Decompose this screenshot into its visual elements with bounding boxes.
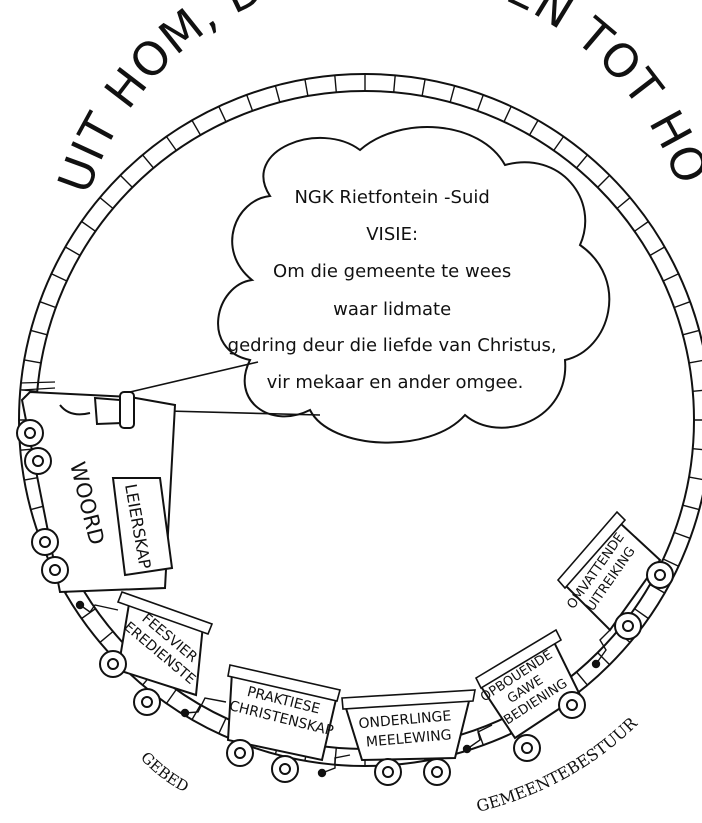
ring-sleeper bbox=[394, 75, 396, 92]
ring-sleeper bbox=[305, 79, 308, 96]
cloud-line-church: NGK Rietfontein -Suid bbox=[294, 187, 489, 208]
ring-sleeper bbox=[82, 222, 96, 232]
ring-sleeper bbox=[65, 247, 80, 256]
ring-sleeper bbox=[219, 718, 226, 733]
ring-sleeper bbox=[167, 137, 177, 151]
ring-sleeper bbox=[504, 106, 511, 121]
ring-sleeper bbox=[167, 690, 177, 704]
track-label-gemeentebestuur-text: GEMEENTEBESTUUR bbox=[474, 713, 641, 816]
wagon-omvattende: OMVATTENDE UITREIKING bbox=[558, 512, 673, 639]
ring-sleeper bbox=[635, 222, 649, 232]
ring-sleeper bbox=[192, 120, 201, 135]
cloud-line-2: waar lidmate bbox=[333, 299, 451, 320]
ring-sleeper bbox=[693, 449, 702, 451]
ring-sleeper bbox=[554, 137, 564, 151]
ring-sleeper bbox=[275, 86, 279, 102]
ring-sleeper bbox=[674, 533, 690, 539]
ring-sleeper bbox=[617, 198, 630, 209]
vision-cloud: NGK Rietfontein -Suid VISIE: Om die geme… bbox=[130, 127, 609, 443]
ring-sleeper bbox=[422, 79, 425, 96]
ring-sleeper bbox=[693, 390, 702, 392]
ring-sleeper bbox=[577, 672, 588, 685]
ring-sleeper bbox=[689, 477, 702, 480]
ring-sleeper bbox=[100, 198, 113, 209]
ring-sleeper bbox=[530, 120, 539, 135]
wagon-onderlinge: ONDERLINGE MEELEWING bbox=[342, 690, 475, 785]
ring-sleeper bbox=[335, 75, 337, 92]
ring-sleeper bbox=[650, 247, 665, 256]
ring-sleeper bbox=[450, 86, 454, 102]
ring-sleeper bbox=[674, 302, 690, 308]
track-label-gebed: GEBED bbox=[137, 748, 192, 796]
ring-sleeper bbox=[100, 632, 113, 643]
ring-sleeper bbox=[40, 302, 56, 308]
track-label-gebed-text: GEBED bbox=[137, 748, 192, 796]
ring-sleeper bbox=[24, 360, 41, 363]
ring-sleeper bbox=[247, 95, 253, 111]
cloud-line-4: vir mekaar en ander omgee. bbox=[267, 372, 524, 393]
ring-sleeper bbox=[683, 505, 699, 509]
ring-sleeper bbox=[577, 155, 588, 168]
ring-sleeper bbox=[143, 155, 154, 168]
ring-sleeper bbox=[120, 175, 132, 187]
ring-sleeper bbox=[478, 95, 484, 111]
ring-sleeper bbox=[219, 106, 226, 121]
ring-sleeper bbox=[31, 330, 47, 334]
ring-sleeper bbox=[51, 274, 66, 281]
ring-sleeper bbox=[683, 330, 699, 334]
track-label-gemeentebestuur: GEMEENTEBESTUUR bbox=[474, 713, 641, 816]
ring-sleeper bbox=[663, 274, 678, 281]
ring-sleeper bbox=[598, 175, 610, 187]
cloud-line-1: Om die gemeente te wees bbox=[273, 261, 511, 282]
cloud-line-3: gedring deur die liefde van Christus, bbox=[228, 335, 557, 356]
cloud-line-visie: VISIE: bbox=[366, 224, 418, 245]
ring-sleeper bbox=[689, 360, 702, 363]
